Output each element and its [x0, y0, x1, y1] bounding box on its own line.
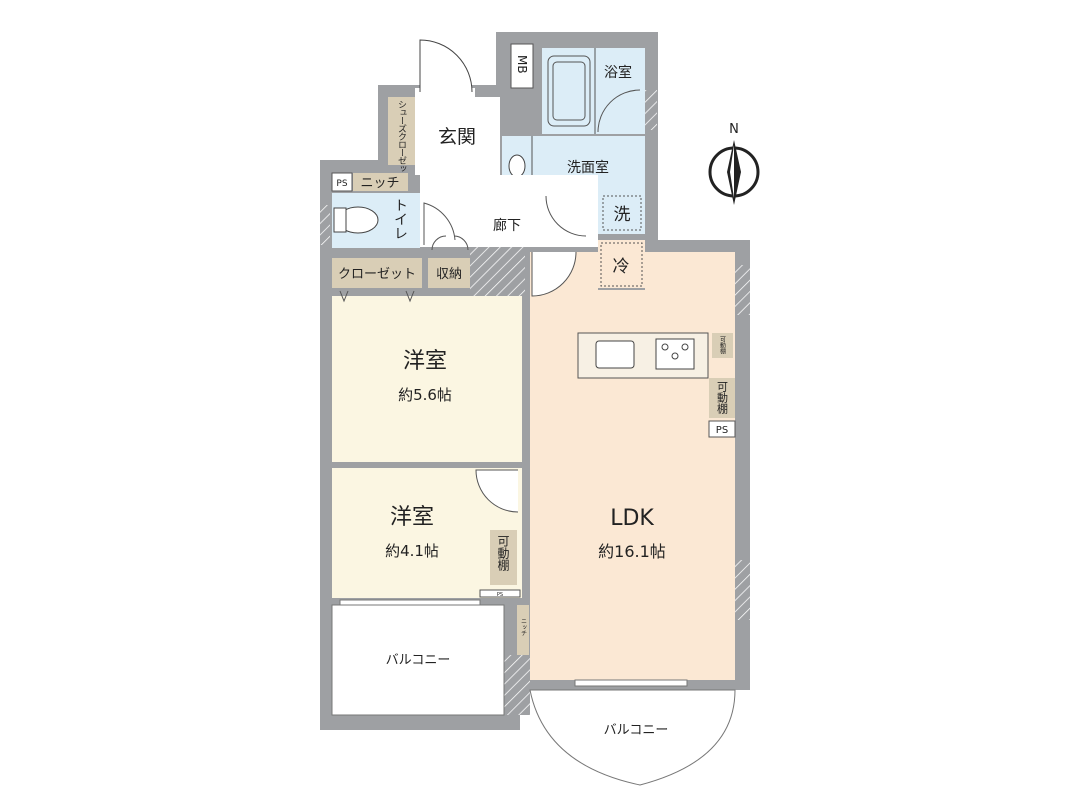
storage-door[interactable] — [431, 235, 469, 251]
balcony-right — [529, 689, 736, 786]
niche-ldk-label: ニッチ — [520, 618, 527, 636]
bathroom-label: 浴室 — [604, 64, 632, 81]
room2-door[interactable] — [475, 469, 519, 513]
shelf-kitchen-small — [712, 333, 733, 358]
shoe-closet — [388, 97, 415, 165]
fridge-space — [598, 240, 645, 288]
shoe-closet-label: シューズクローゼット — [396, 100, 407, 181]
storage-label: 収納 — [436, 267, 462, 282]
hallway-label: 廊下 — [493, 217, 521, 234]
western-room-1-size: 約5.6帖 — [398, 386, 452, 404]
ps-kitchen — [708, 420, 736, 438]
shelf-room2 — [490, 530, 517, 585]
shelf-room2-label: 可動棚 — [496, 535, 510, 572]
niche-top-label: ニッチ — [360, 176, 399, 191]
hallway — [420, 175, 598, 247]
washer-space — [598, 194, 645, 234]
western-room-1 — [332, 296, 522, 462]
ps-small — [479, 589, 521, 598]
toilet-door[interactable] — [423, 202, 456, 245]
fridge-label: 冷 — [613, 257, 630, 277]
entrance — [415, 97, 500, 175]
ps-kitchen-label: PS — [716, 425, 728, 436]
compass-label: N — [729, 122, 739, 137]
niche-top — [353, 173, 408, 191]
ps-top-label: PS — [336, 179, 347, 189]
ps-top — [331, 172, 353, 192]
balcony-right-label: バルコニー — [604, 723, 669, 738]
compass-north-icon: N — [708, 122, 760, 205]
closet — [332, 258, 422, 288]
ldk-size: 約16.1帖 — [598, 542, 666, 561]
shelf-kitchen-label: 可動棚 — [716, 381, 729, 415]
meter-box-label: MB — [515, 55, 529, 74]
storage — [428, 258, 470, 288]
entrance-door[interactable] — [415, 39, 475, 98]
sink-icon — [595, 340, 635, 369]
washer-label: 洗 — [614, 205, 631, 225]
western-room-1-label: 洋室 — [403, 349, 447, 374]
shelf-kitchen-small-label: 可動棚 — [719, 336, 726, 355]
balcony-left — [331, 604, 505, 716]
western-room-2-size: 約4.1帖 — [385, 542, 439, 560]
shelf-kitchen — [709, 378, 735, 418]
washroom-door[interactable] — [545, 195, 587, 237]
ldk-label: LDK — [610, 506, 654, 531]
closet-label: クローゼット — [338, 267, 416, 282]
stove-icon — [655, 338, 695, 370]
ps-small-label: PS — [497, 592, 503, 598]
bathroom-door[interactable] — [597, 89, 641, 133]
sink-icon — [508, 154, 526, 178]
toilet-label: トイレ — [392, 198, 408, 240]
ldk — [530, 252, 735, 680]
washroom-label: 洗面室 — [567, 159, 609, 176]
western-room-2-label: 洋室 — [390, 505, 434, 530]
balcony-left-label: バルコニー — [386, 653, 451, 668]
meter-box — [510, 43, 534, 89]
bathtub-icon — [547, 55, 591, 127]
niche-ldk — [517, 605, 529, 655]
ldk-door[interactable] — [531, 251, 577, 297]
entrance-label: 玄関 — [438, 126, 476, 148]
kitchen-counter — [577, 332, 709, 379]
